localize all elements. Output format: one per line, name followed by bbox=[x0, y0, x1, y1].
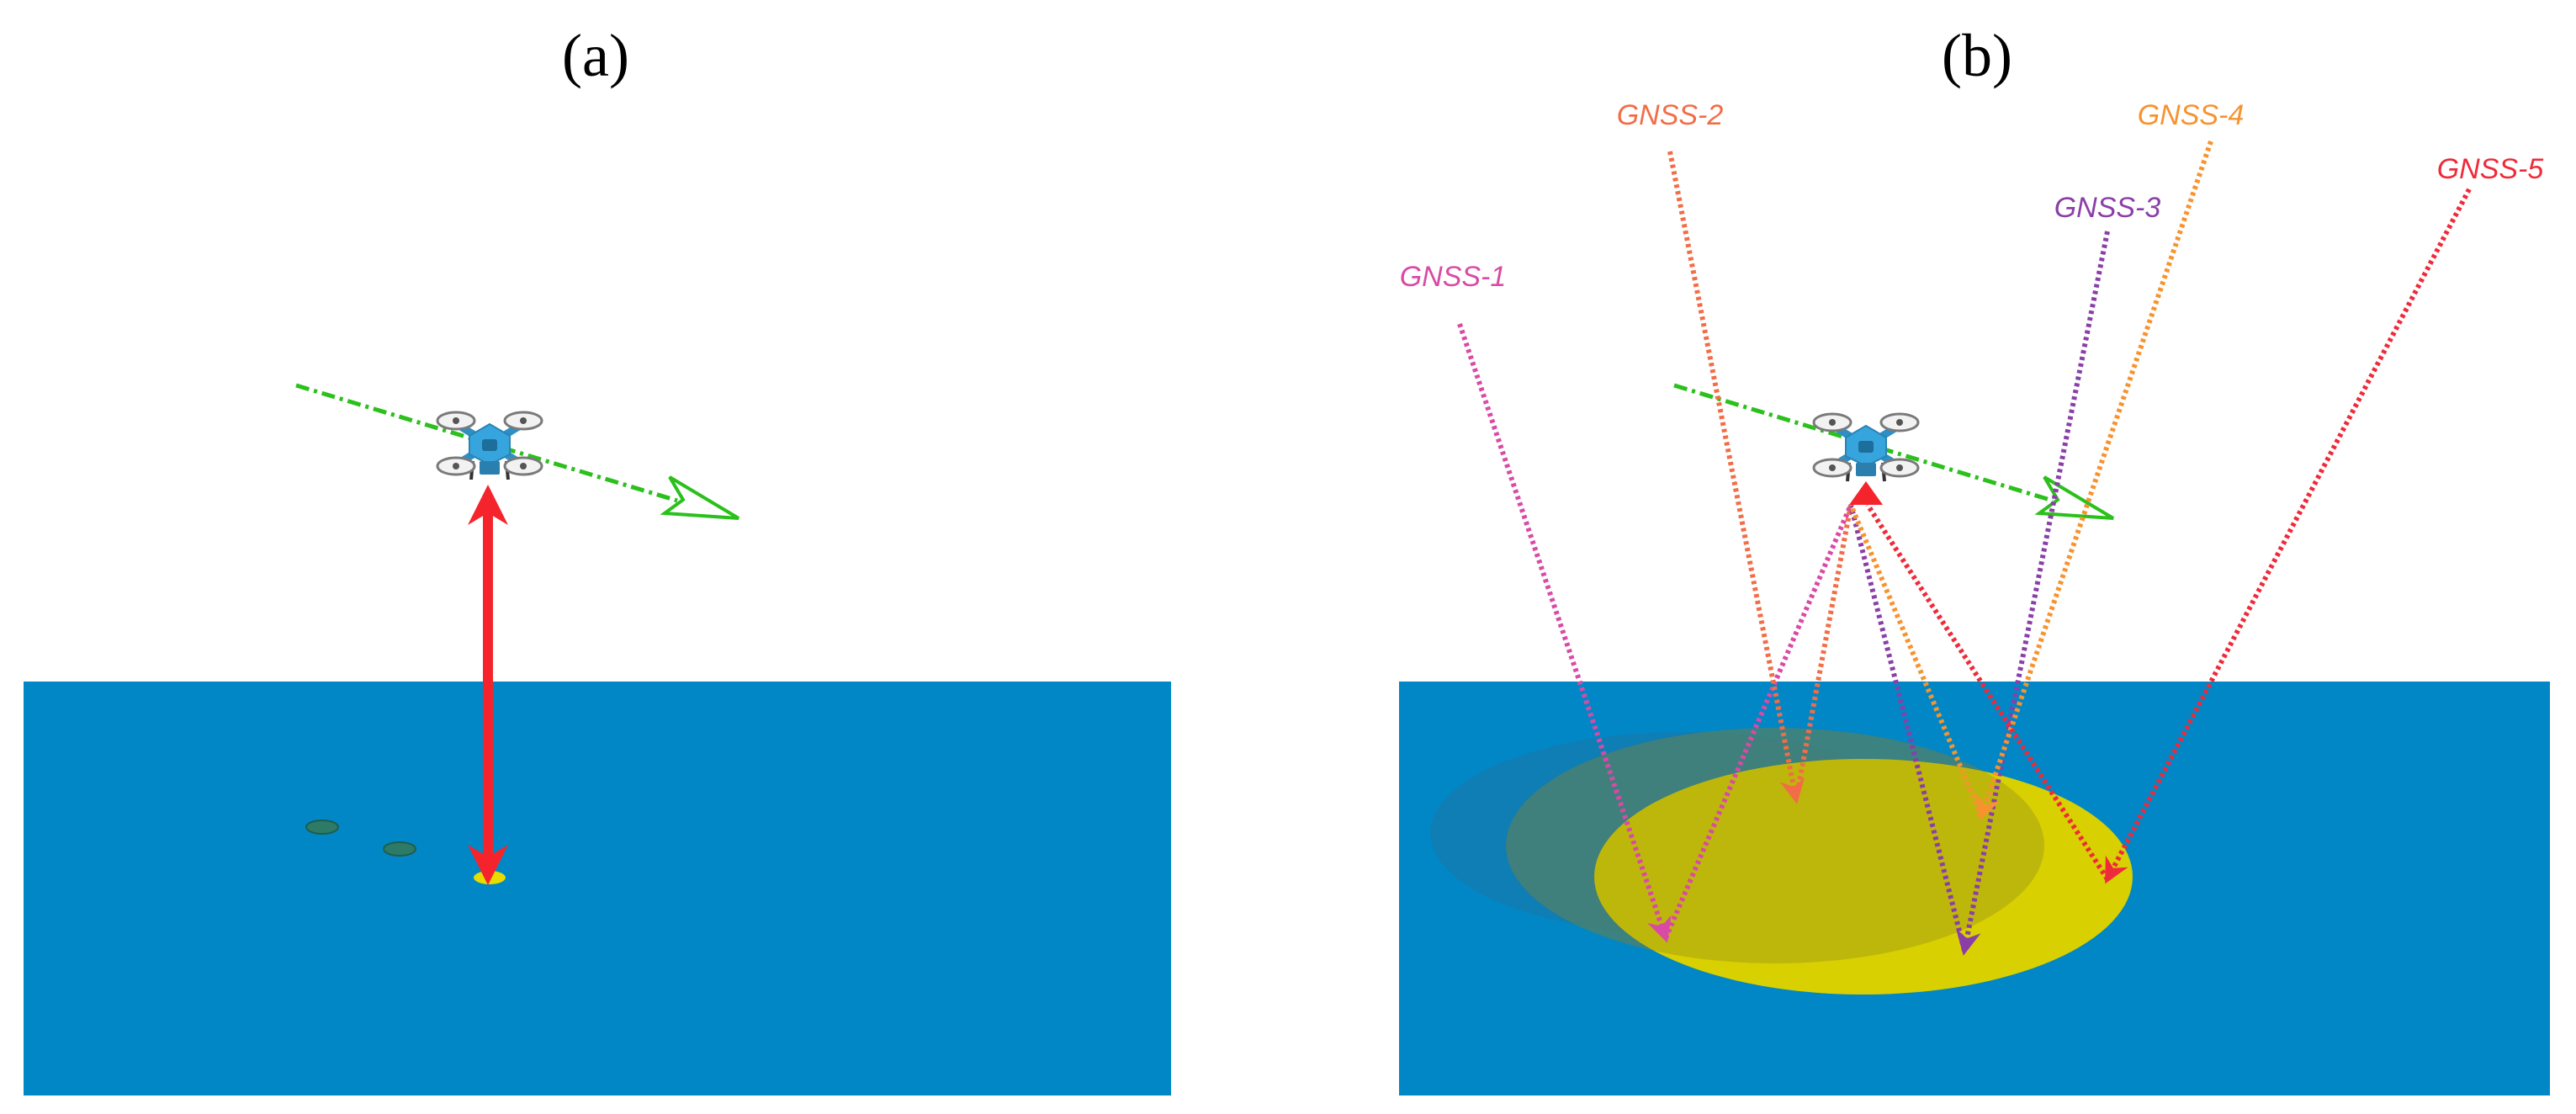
gnss-1-signal bbox=[1457, 323, 1853, 943]
panel-b-label: (b) bbox=[1942, 22, 2012, 89]
panel-b: (b) GNSS-1 GNSS-2 GNSS-3 bbox=[1399, 22, 2550, 1095]
gnss-3-signal bbox=[1848, 231, 2110, 956]
flight-path-arrowhead-a bbox=[660, 475, 740, 520]
gnss-5-signal bbox=[1865, 188, 2472, 884]
receiver-arrowhead bbox=[1849, 481, 1883, 505]
gnss-2-label: GNSS-2 bbox=[1617, 99, 1724, 131]
panel-a-label: (a) bbox=[562, 22, 629, 89]
drone-icon bbox=[437, 412, 542, 480]
gnss-3-label: GNSS-3 bbox=[2054, 192, 2161, 224]
gnss-1-label: GNSS-1 bbox=[1400, 261, 1507, 293]
water-surface-a bbox=[24, 682, 1171, 1095]
flight-path-arrowhead-b bbox=[2034, 475, 2115, 520]
gnss-2-signal bbox=[1667, 151, 1853, 804]
gnss-4-signal bbox=[1848, 141, 2213, 821]
panel-a: (a) bbox=[24, 22, 1171, 1095]
drone-icon-b bbox=[1814, 414, 1918, 481]
previous-footprint-1 bbox=[305, 820, 339, 835]
previous-footprint-2 bbox=[383, 841, 416, 857]
glistening-zone-overlap bbox=[1506, 728, 2044, 963]
nadir-footprint bbox=[474, 871, 506, 884]
gnss-5-label: GNSS-5 bbox=[2437, 153, 2544, 185]
gnss-4-label: GNSS-4 bbox=[2138, 99, 2245, 131]
